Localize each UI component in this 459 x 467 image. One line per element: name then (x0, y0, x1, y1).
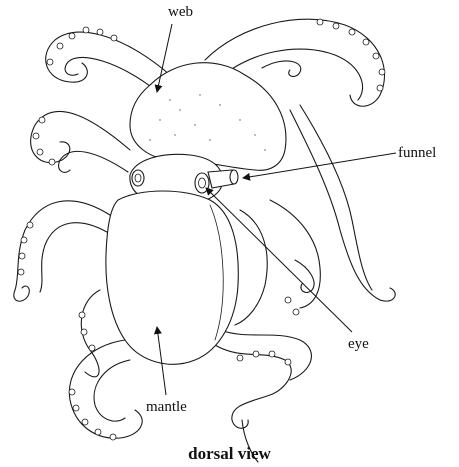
label-web: web (168, 4, 193, 20)
label-eye: eye (348, 336, 369, 352)
arm-right-tentacle (270, 105, 395, 308)
arm-left-curl (31, 111, 130, 172)
mantle (106, 191, 238, 364)
arm-bottom-left (69, 340, 142, 438)
caption-dorsal-view: dorsal view (188, 444, 271, 463)
eye-left (132, 170, 144, 186)
arm-bottom-right (215, 330, 311, 462)
label-funnel: funnel (398, 145, 436, 161)
web (130, 63, 286, 171)
label-mantle: mantle (146, 399, 187, 415)
eye-right (195, 173, 209, 193)
